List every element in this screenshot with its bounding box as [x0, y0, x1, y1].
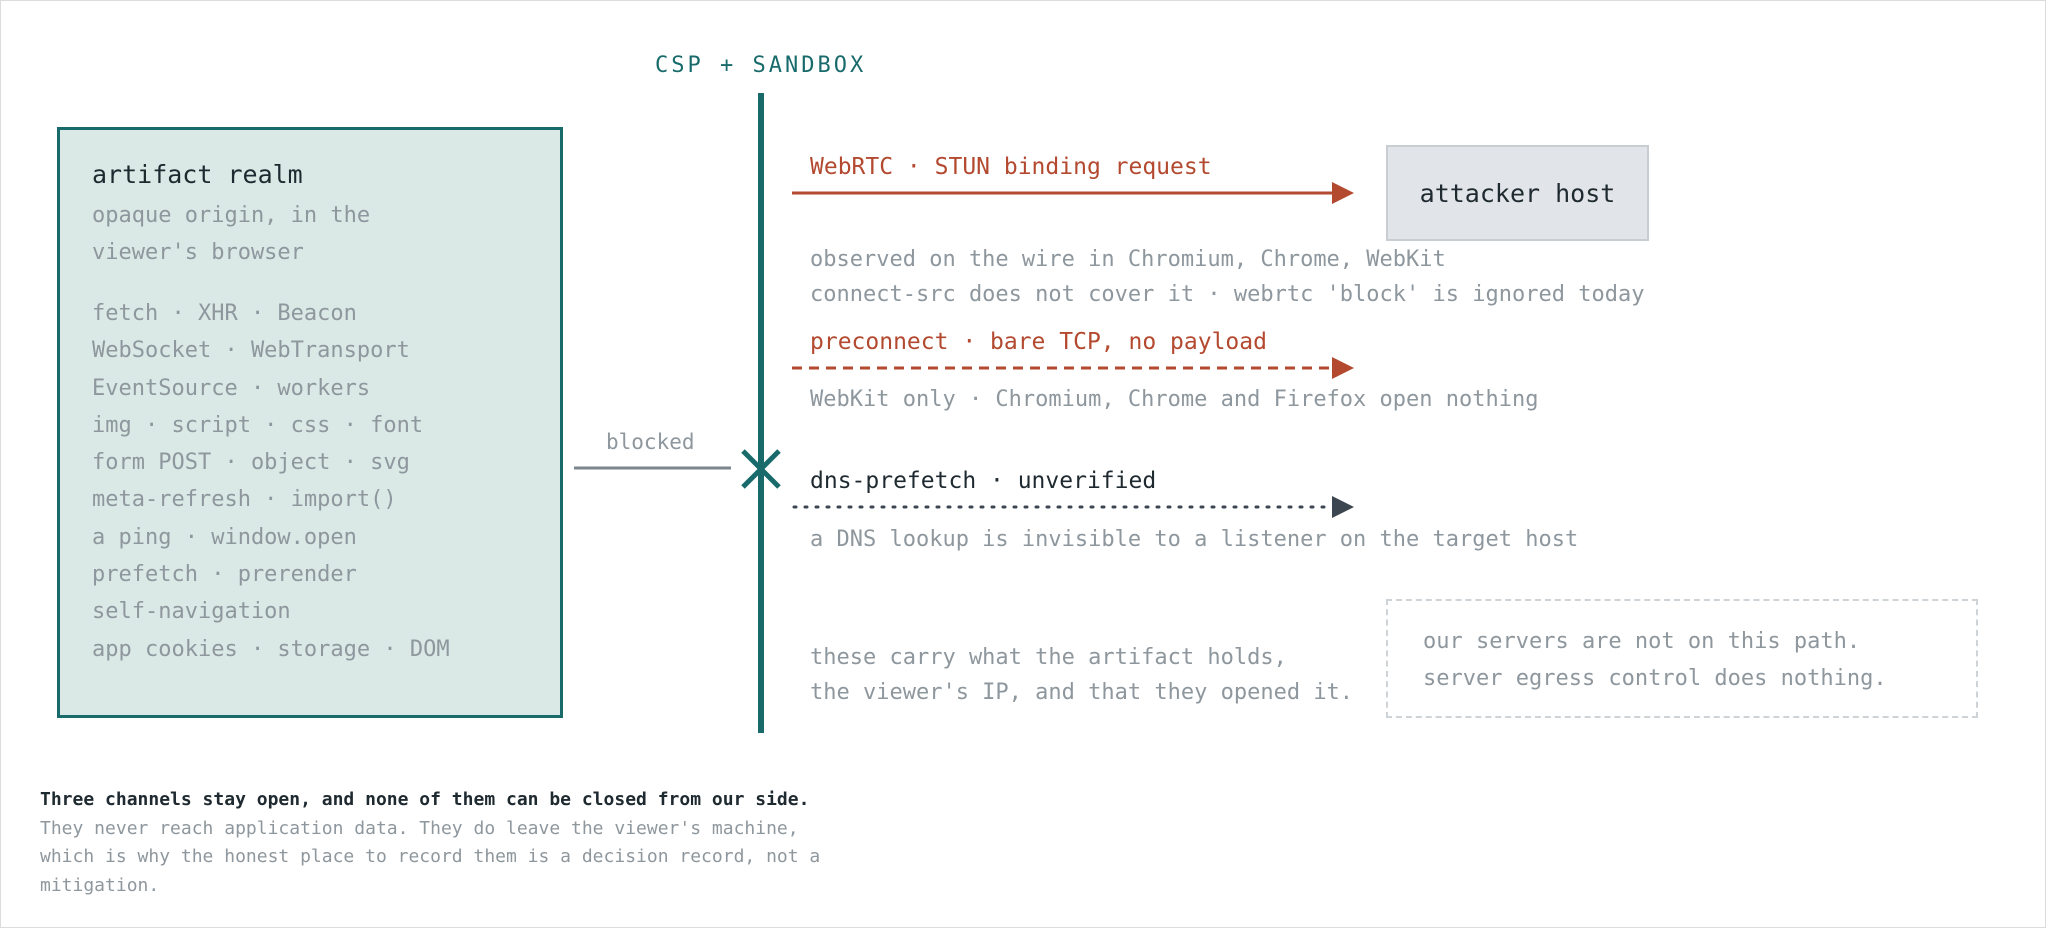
realm-channel-item: self-navigation [92, 599, 291, 625]
attacker-host-box: attacker host [1386, 145, 1649, 241]
realm-channel-item: app cookies · storage · DOM [92, 636, 450, 662]
payload-line: these carry what the artifact holds, [810, 645, 1287, 670]
barrier-label: CSP + SANDBOX [655, 53, 867, 78]
realm-channel-item: fetch · XHR · Beacon [92, 301, 357, 326]
realm-channel-item: EventSource · workers [92, 375, 371, 401]
preconnect-arrow [792, 357, 1354, 379]
realm-subtitle-line: viewer's browser [92, 240, 304, 265]
preconnect-channel-notes: WebKit only · Chromium, Chrome and Firef… [810, 382, 1538, 417]
realm-channel-item: a ping · window.open [92, 524, 357, 550]
artifact-realm-box [57, 127, 563, 718]
footnote-line: They never reach application data. They … [40, 817, 799, 839]
blocked-label: blocked [606, 430, 695, 454]
servers-line: server egress control does nothing. [1423, 666, 1887, 691]
attacker-host-label: attacker host [1419, 178, 1616, 208]
footnote-heading: Three channels stay open, and none of th… [40, 789, 810, 810]
dns-prefetch-channel-label: dns-prefetch · unverified [810, 468, 1157, 494]
servers-line: our servers are not on this path. [1423, 629, 1861, 654]
footnote-line: which is why the honest place to record … [40, 846, 821, 867]
footnote: Three channels stay open, and none of th… [40, 786, 820, 900]
realm-title: artifact realm [92, 160, 303, 189]
channel-note-line: observed on the wire in Chromium, Chrome… [810, 247, 1446, 272]
channel-note-line: connect-src does not cover it · webrtc '… [810, 282, 1645, 307]
footnote-line: mitigation. [40, 874, 160, 896]
payload-description: these carry what the artifact holds, the… [810, 640, 1353, 710]
webrtc-channel-label: WebRTC · STUN binding request [810, 154, 1212, 180]
realm-channel-item: meta-refresh · import() [92, 487, 397, 513]
channel-note-line: a DNS lookup is invisible to a listener … [810, 527, 1579, 552]
payload-line: the viewer's IP, and that they opened it… [810, 680, 1354, 705]
realm-channel-list: fetch · XHR · Beacon WebSocket · WebTran… [92, 295, 450, 668]
realm-channel-item: WebSocket · WebTransport [92, 338, 410, 364]
channel-note-line: WebKit only · Chromium, Chrome and Firef… [810, 387, 1539, 412]
realm-channel-item: prefetch · prerender [92, 562, 357, 588]
blocked-x-mark [741, 449, 781, 489]
webrtc-arrow [792, 182, 1354, 204]
preconnect-channel-label: preconnect · bare TCP, no payload [810, 329, 1267, 355]
realm-channel-item: img · script · css · font [92, 412, 424, 438]
dns-prefetch-channel-notes: a DNS lookup is invisible to a listener … [810, 522, 1578, 557]
realm-subtitle-line: opaque origin, in the [92, 203, 371, 228]
our-servers-box: our servers are not on this path. server… [1386, 599, 1978, 718]
realm-subtitle: opaque origin, in the viewer's browser [92, 197, 370, 271]
realm-channel-item: form POST · object · svg [92, 450, 410, 476]
dns-prefetch-arrow [792, 496, 1354, 518]
webrtc-channel-notes: observed on the wire in Chromium, Chrome… [810, 242, 1644, 312]
